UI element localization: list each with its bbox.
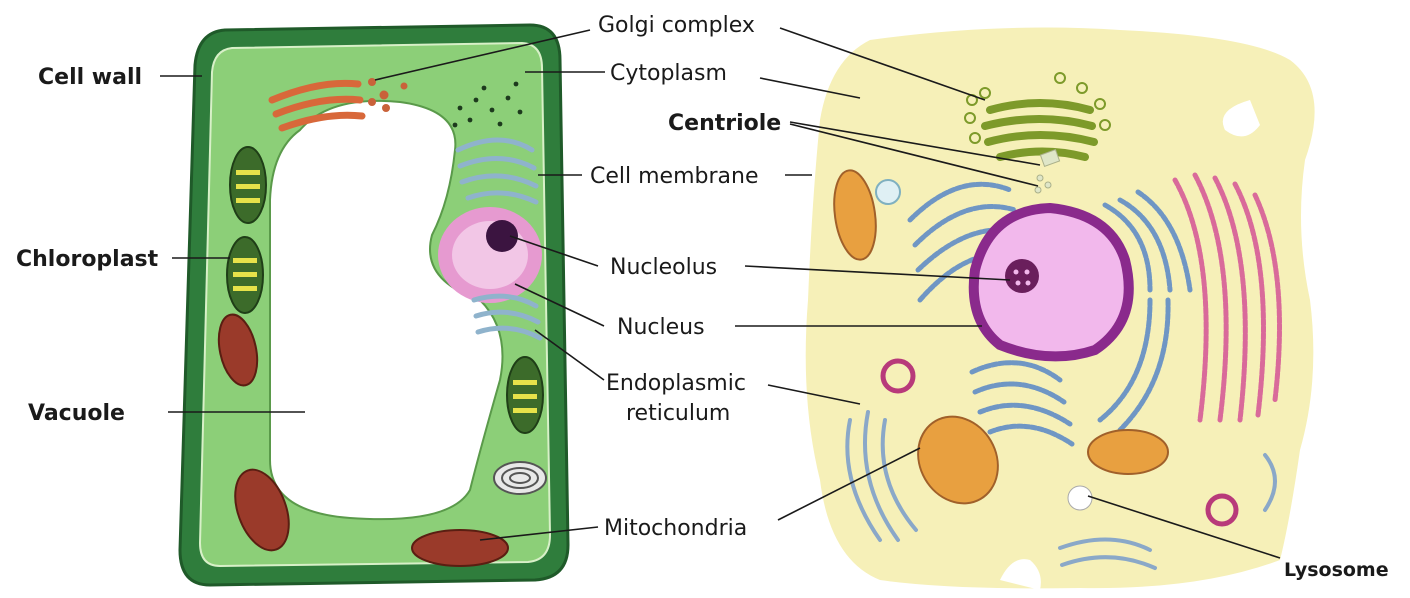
plant-golgi-complex — [268, 79, 366, 132]
animal-vesicle-blue — [875, 179, 901, 205]
label-chloroplast: Chloroplast — [16, 247, 159, 272]
plant-spiral-body — [493, 461, 547, 495]
label-mitochondria: Mitochondria — [604, 516, 747, 541]
label-cell-wall: Cell wall — [38, 65, 142, 90]
label-er-line2: reticulum — [626, 401, 730, 426]
plant-chloroplast-3 — [506, 356, 544, 434]
leader-lines — [160, 27, 1281, 559]
leader-er-animal — [767, 384, 861, 405]
animal-lysosome — [1067, 485, 1093, 511]
plant-mitochondria — [217, 313, 509, 567]
leader-cytoplasm-animal — [759, 77, 861, 99]
animal-cell-notch-right — [1222, 100, 1260, 137]
animal-golgi-vesicles — [964, 72, 1111, 144]
plant-golgi-vesicles — [368, 78, 408, 112]
plant-ribosomes — [452, 81, 523, 128]
leader-golgi-plant — [374, 29, 591, 81]
animal-centriole — [1034, 148, 1061, 194]
label-er-line1: Endoplasmic — [606, 371, 746, 396]
animal-vesicle-pink-1 — [880, 358, 916, 394]
animal-er-blue — [907, 181, 1193, 447]
plant-nucleolus — [486, 220, 518, 252]
animal-cell — [805, 27, 1315, 590]
leader-centriole-1 — [789, 121, 1041, 166]
label-nucleus: Nucleus — [617, 315, 705, 340]
plant-vacuole — [269, 99, 504, 521]
animal-cell-notch-bottom — [1000, 559, 1041, 590]
label-cytoplasm: Cytoplasm — [610, 61, 727, 86]
plant-nucleus — [438, 207, 542, 303]
leader-lysosome — [1087, 495, 1281, 559]
animal-smooth-er — [845, 410, 1277, 570]
label-cell-membrane: Cell membrane — [590, 164, 758, 189]
leader-golgi-animal — [779, 27, 986, 101]
label-nucleolus: Nucleolus — [610, 255, 717, 280]
label-lysosome: Lysosome — [1284, 559, 1389, 581]
plant-er-upper — [455, 137, 539, 205]
label-vacuole: Vacuole — [28, 401, 125, 426]
animal-vesicle-pink-2 — [1205, 493, 1239, 527]
leader-centriole-2 — [789, 123, 1039, 187]
leader-nucleus-plant — [514, 283, 605, 327]
label-centriole: Centriole — [668, 111, 781, 136]
labels: Cell wall Chloroplast Vacuole Golgi comp… — [16, 13, 1389, 581]
label-golgi-complex: Golgi complex — [598, 13, 755, 38]
animal-golgi-complex — [981, 99, 1098, 161]
leader-mito-animal — [777, 447, 921, 521]
animal-er-pink — [1172, 172, 1282, 423]
plant-chloroplast-2 — [226, 236, 264, 314]
leader-mito-plant — [479, 526, 599, 541]
plant-chloroplast-1 — [229, 146, 267, 224]
animal-nucleolus — [1005, 259, 1039, 293]
animal-mitochondria — [833, 169, 1169, 505]
plant-cell — [178, 23, 570, 587]
leader-nucleolus-plant — [509, 235, 599, 267]
plant-er-lower — [471, 293, 543, 341]
leader-er-plant — [534, 329, 605, 381]
leader-nucleolus-animal — [744, 265, 1011, 281]
animal-nucleus — [968, 202, 1134, 362]
